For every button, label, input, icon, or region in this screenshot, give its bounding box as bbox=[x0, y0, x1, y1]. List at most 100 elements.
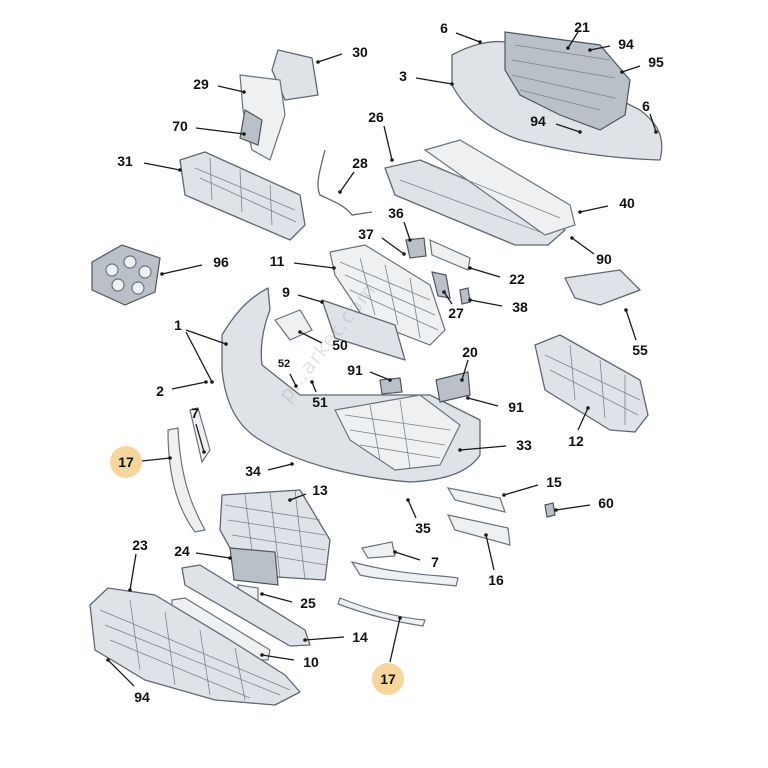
callout-c6a: 6 bbox=[440, 20, 448, 36]
leader-dot-c55 bbox=[624, 308, 628, 312]
callout-c23: 23 bbox=[132, 537, 148, 553]
leader-dot-c37 bbox=[402, 252, 406, 256]
callout-c52: 52 bbox=[277, 358, 291, 370]
callout-c94c: 94 bbox=[134, 689, 150, 705]
callout-c36: 36 bbox=[388, 205, 404, 221]
callout-c50: 50 bbox=[332, 337, 348, 353]
leader-line-c94a bbox=[589, 45, 611, 51]
callout-c16: 16 bbox=[488, 572, 504, 588]
part-17-trim-right bbox=[350, 561, 459, 587]
part-14-strip bbox=[181, 564, 311, 647]
callout-c90: 90 bbox=[596, 251, 612, 267]
leader-dot-c96 bbox=[160, 272, 164, 276]
leader-dot-c52 bbox=[294, 384, 298, 388]
part-30-duct bbox=[271, 49, 319, 101]
leader-line-c96 bbox=[161, 264, 203, 275]
leader-dot-c94a bbox=[588, 48, 592, 52]
leader-dot-c7a bbox=[202, 450, 206, 454]
leader-dot-c21 bbox=[566, 46, 570, 50]
leader-dot-c34 bbox=[290, 462, 294, 466]
callout-c51: 51 bbox=[312, 394, 328, 410]
part-17-trim-left bbox=[167, 427, 206, 533]
leader-dot-c13 bbox=[288, 498, 292, 502]
leader-dot-c91b bbox=[466, 396, 470, 400]
leader-line-c36 bbox=[403, 221, 411, 241]
callout-c96: 96 bbox=[213, 254, 229, 270]
part-21-absorber bbox=[504, 31, 631, 131]
leader-dot-c25 bbox=[260, 592, 264, 596]
callout-c30: 30 bbox=[352, 44, 368, 60]
leader-line-c17b bbox=[389, 617, 401, 663]
part-55-bracket bbox=[564, 269, 641, 306]
leader-dot-c94c bbox=[106, 658, 110, 662]
callout-c31: 31 bbox=[117, 153, 133, 169]
leader-line-c20 bbox=[461, 359, 469, 381]
part-27-clip bbox=[431, 271, 451, 299]
callout-c55: 55 bbox=[632, 342, 648, 358]
leader-dot-c24 bbox=[228, 556, 232, 560]
callout-c10: 10 bbox=[303, 654, 319, 670]
leader-line-c6a bbox=[455, 32, 481, 43]
leader-line-c50 bbox=[299, 331, 323, 344]
leader-line-c34 bbox=[267, 463, 293, 471]
leader-dot-c7b bbox=[393, 550, 397, 554]
leader-dot-c50 bbox=[298, 330, 302, 334]
leader-line-c23 bbox=[129, 553, 137, 591]
leader-line-c1 bbox=[185, 329, 227, 345]
leader-line-c10 bbox=[261, 654, 295, 661]
leader-dot-c29 bbox=[242, 90, 246, 94]
callout-c24: 24 bbox=[174, 543, 190, 559]
leader-line-c37 bbox=[381, 237, 405, 255]
leader-line-c15 bbox=[503, 484, 539, 496]
part-38-clip bbox=[459, 287, 471, 305]
callout-c21: 21 bbox=[574, 19, 590, 35]
callout-c20: 20 bbox=[462, 344, 478, 360]
callout-c34: 34 bbox=[245, 463, 261, 479]
part-70-bracket bbox=[239, 109, 263, 146]
leader-dot-c23 bbox=[128, 588, 132, 592]
leader-line-c95 bbox=[621, 65, 641, 73]
callout-c14: 14 bbox=[352, 629, 368, 645]
part-23-undertray bbox=[89, 587, 301, 706]
leader-line-c11 bbox=[293, 262, 335, 269]
leader-line-c35 bbox=[407, 499, 417, 519]
leader-line-c25 bbox=[261, 593, 293, 603]
leader-line-c6b bbox=[649, 113, 657, 133]
part-16-bezel bbox=[446, 514, 511, 546]
leader-line-c28 bbox=[339, 171, 355, 193]
leader-dot-c30 bbox=[316, 60, 320, 64]
leader-dot-c6b bbox=[654, 130, 658, 134]
callout-c15: 15 bbox=[546, 474, 562, 490]
leader-line-c12 bbox=[577, 407, 589, 431]
callout-c26: 26 bbox=[368, 109, 384, 125]
leader-line-c94b bbox=[555, 123, 581, 133]
leader-line-c14 bbox=[304, 636, 345, 641]
leader-line-c24 bbox=[195, 552, 231, 559]
leader-line-c7a bbox=[195, 423, 205, 453]
leader-dot-c11 bbox=[332, 266, 336, 270]
callout-c22: 22 bbox=[509, 271, 525, 287]
part-22-bracket bbox=[429, 239, 471, 271]
leader-dot-c38 bbox=[468, 298, 472, 302]
leader-dot-c22 bbox=[468, 266, 472, 270]
callout-c94a: 94 bbox=[618, 36, 634, 52]
callout-c38: 38 bbox=[512, 299, 528, 315]
leader-line-c16 bbox=[485, 534, 495, 571]
leader-dot-c95 bbox=[620, 70, 624, 74]
callout-c3: 3 bbox=[399, 68, 407, 84]
leader-dot-c31 bbox=[178, 168, 182, 172]
part-36-sensor bbox=[405, 237, 427, 259]
leader-line-c94c bbox=[107, 659, 135, 687]
callout-c7a: 7 bbox=[191, 405, 199, 421]
leader-dot-c9 bbox=[320, 300, 324, 304]
part-9-garnish bbox=[321, 299, 406, 361]
leader-line-c29 bbox=[217, 85, 245, 93]
part-15-bezel bbox=[446, 487, 506, 513]
part-91-bracket bbox=[379, 377, 403, 395]
callout-c28: 28 bbox=[352, 155, 368, 171]
callout-c60: 60 bbox=[598, 495, 614, 511]
leader-dot-c40 bbox=[578, 210, 582, 214]
leader-dot-c10 bbox=[260, 653, 264, 657]
callout-c11: 11 bbox=[269, 253, 285, 269]
